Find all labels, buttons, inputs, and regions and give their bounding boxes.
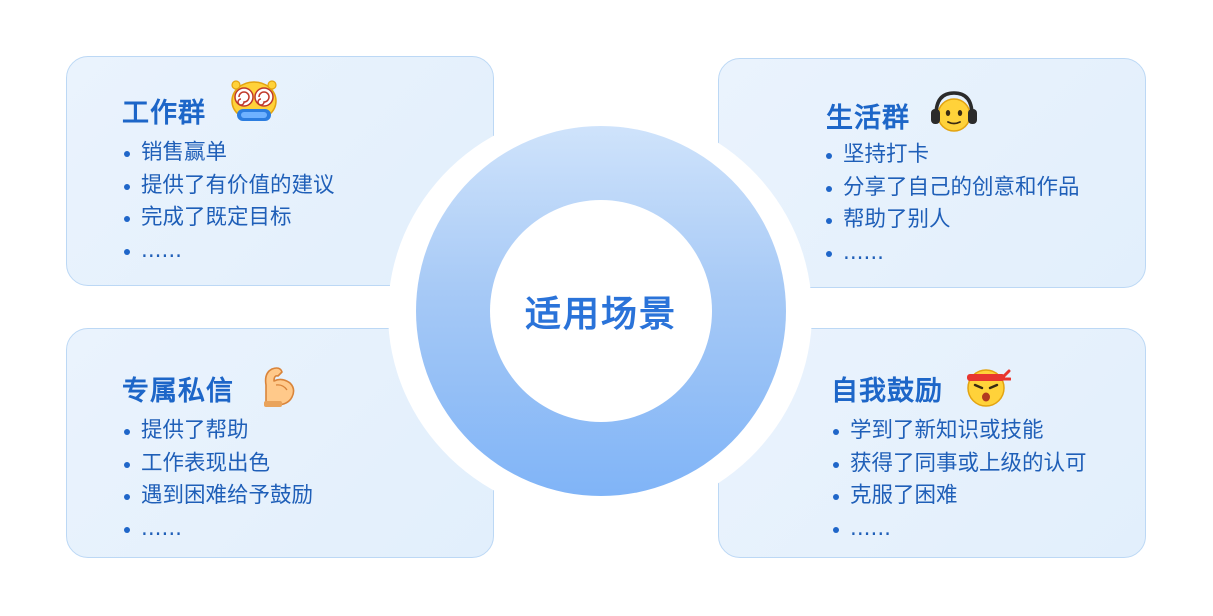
card-item-list: 坚持打卡 分享了自己的创意和作品 帮助了别人 ...... (824, 139, 1080, 269)
list-item: 完成了既定目标 (122, 202, 335, 235)
list-item: 提供了帮助 (122, 415, 313, 448)
headphones-face-icon (931, 91, 977, 132)
list-item: 提供了有价值的建议 (122, 170, 335, 203)
list-item: 克服了困难 (831, 480, 1087, 513)
card-item-list: 学到了新知识或技能 获得了同事或上级的认可 克服了困难 ...... (831, 415, 1087, 545)
card-title: 专属私信 (122, 376, 234, 407)
list-item: ...... (824, 237, 1080, 270)
card-work-group: 工作群 销售赢单 提供了有价值的建议 完成了既定目标 ...... (66, 56, 494, 286)
card-item-list: 提供了帮助 工作表现出色 遇到困难给予鼓励 ...... (122, 415, 313, 545)
list-item: ...... (122, 235, 335, 268)
list-item: 工作表现出色 (122, 448, 313, 481)
center-title: 适用场景 (524, 294, 677, 335)
card-title: 自我鼓励 (831, 376, 943, 407)
list-item: 遇到困难给予鼓励 (122, 480, 313, 513)
center-ring-hole (490, 200, 712, 422)
list-item: 帮助了别人 (824, 204, 1080, 237)
card-item-list: 销售赢单 提供了有价值的建议 完成了既定目标 ...... (122, 137, 335, 267)
list-item: 销售赢单 (122, 137, 335, 170)
headband-determined-face-icon (967, 369, 1011, 407)
list-item: 学到了新知识或技能 (831, 415, 1087, 448)
list-item: 坚持打卡 (824, 139, 1080, 172)
list-item: ...... (122, 513, 313, 546)
list-item: 获得了同事或上级的认可 (831, 448, 1087, 481)
list-item: 分享了自己的创意和作品 (824, 172, 1080, 205)
card-title: 生活群 (826, 103, 910, 134)
card-title: 工作群 (122, 98, 206, 129)
dizzy-eyes-face-icon (231, 80, 277, 121)
flexed-biceps-icon (264, 367, 295, 407)
list-item: ...... (831, 513, 1087, 546)
